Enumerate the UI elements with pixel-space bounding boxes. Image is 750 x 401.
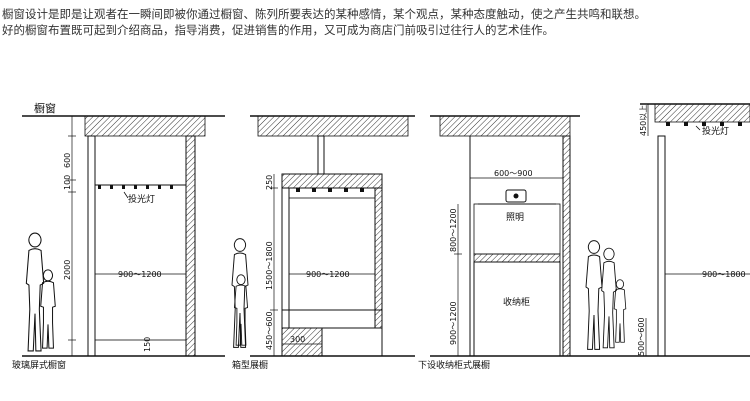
panel-box-display-case: 250 1500～1800 450～600 900～1200 300 箱型展橱 bbox=[231, 115, 415, 371]
intro-text: 橱窗设计是即是让观者在一瞬间即被你通过橱窗、陈列所要表达的某种感情，某个观点，某… bbox=[2, 6, 748, 38]
panel2-dim-width: 900～1200 bbox=[306, 270, 350, 279]
panel1-title: 橱窗 bbox=[34, 101, 56, 115]
panel3-dim-lower: 900～1200 bbox=[449, 301, 458, 345]
panel1-caption: 玻璃屏式橱窗 bbox=[12, 359, 66, 371]
person-adult-icon bbox=[585, 240, 603, 350]
panel4-dim-top: 450以上 bbox=[639, 105, 648, 136]
panel4-light-label: 投光灯 bbox=[702, 125, 729, 137]
person-child-icon bbox=[233, 274, 249, 346]
panel1-light-label: 投光灯 bbox=[128, 193, 155, 205]
panel-cabinet-display-case: 600～900 照明 收纳柜 800～1200 900～1200 下设收纳柜式展… bbox=[418, 115, 580, 371]
panel2-dim-height: 1500～1800 bbox=[265, 241, 274, 290]
panel2-dim-top: 250 bbox=[265, 175, 274, 190]
panel3-dim-upper: 800～1200 bbox=[449, 208, 458, 252]
panel1-dim-light: 100 bbox=[63, 175, 72, 190]
intro-line-2: 好的橱窗布置既可起到介绍商品，指导消费，促进销售的作用，又可成为商店门前吸引过往… bbox=[2, 23, 554, 37]
panel3-dim-top-width: 600～900 bbox=[494, 169, 533, 178]
person-adult-icon bbox=[25, 232, 45, 352]
panel4-dim-base: 500～600 bbox=[637, 317, 646, 356]
panel2-dim-depth: 300 bbox=[290, 335, 305, 344]
panel1-dim-base: 150 bbox=[143, 337, 152, 352]
panel2-caption: 箱型展橱 bbox=[232, 359, 268, 371]
panel2-dim-base: 450～600 bbox=[265, 311, 274, 350]
panel3-cabinet-label: 收纳柜 bbox=[503, 296, 530, 308]
panel-projector-window: 450以上 投光灯 900～1800 500～600 bbox=[580, 103, 750, 357]
panel3-caption: 下设收纳柜式展橱 bbox=[418, 359, 490, 371]
person-child-icon bbox=[40, 269, 56, 349]
panel3-light-label: 照明 bbox=[506, 212, 524, 223]
intro-line-1: 橱窗设计是即是让观者在一瞬间即被你通过橱窗、陈列所要表达的某种感情，某个观点，某… bbox=[2, 7, 646, 21]
panel1-dim-top: 600 bbox=[63, 153, 72, 168]
panel1-dim-height: 2000 bbox=[63, 260, 72, 280]
panel1-dim-width: 900～1200 bbox=[118, 270, 162, 279]
panel4-dim-width: 900～1800 bbox=[702, 270, 746, 279]
person-adult-icon bbox=[601, 247, 617, 349]
panel-glass-screen-window: 橱窗 投光灯 600 100 2000 900～1200 150 bbox=[12, 101, 225, 371]
